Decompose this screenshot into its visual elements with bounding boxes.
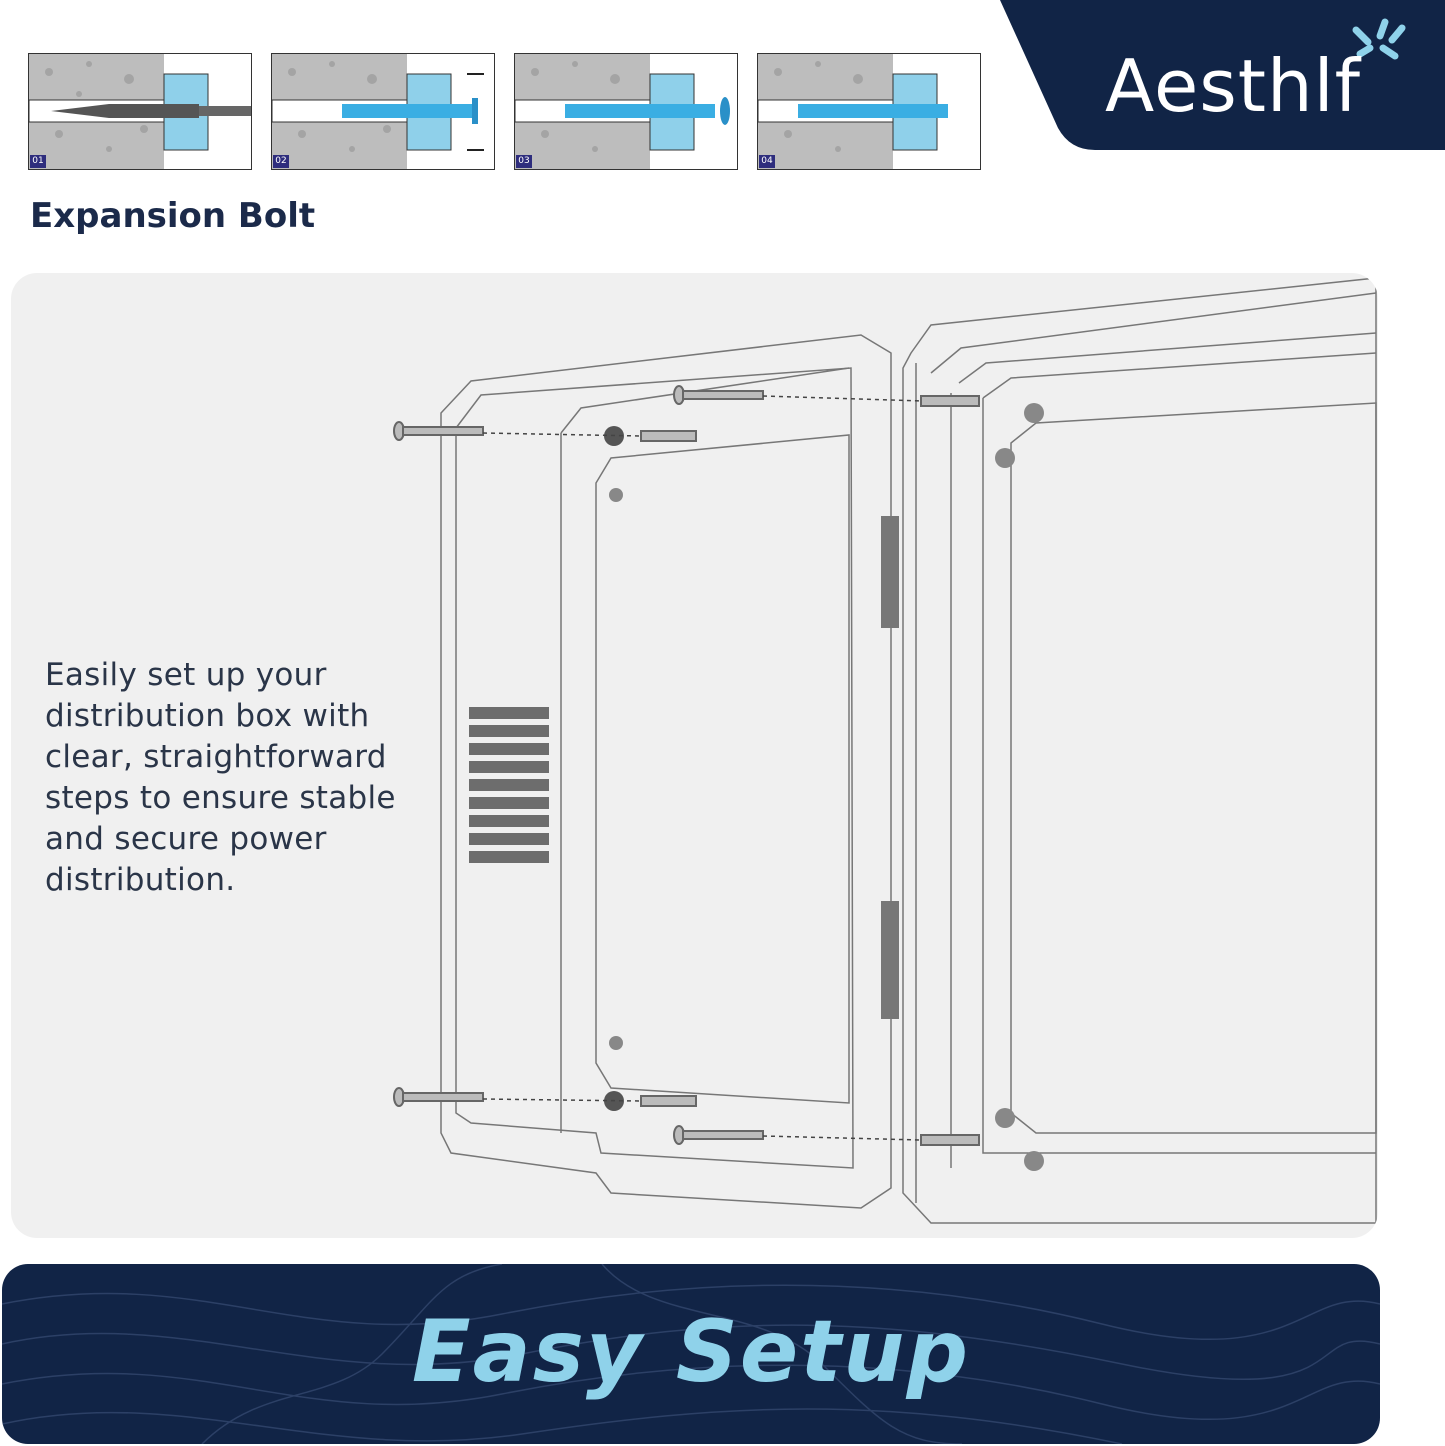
step-number: 02 bbox=[273, 155, 289, 168]
step-1-illustration: 01 bbox=[28, 53, 252, 170]
brand-name: Aesthlf bbox=[1105, 44, 1362, 128]
installation-diagram-panel: Easily set up your distribution box with… bbox=[11, 273, 1378, 1238]
step-4-illustration: 04 bbox=[757, 53, 981, 170]
step-number: 03 bbox=[516, 155, 532, 168]
step-2-illustration: 02 bbox=[271, 53, 495, 170]
brand-logo-tab: Aesthlf bbox=[1000, 0, 1445, 150]
logo-tab-shape bbox=[1000, 0, 1445, 150]
step-3-illustration: 03 bbox=[514, 53, 738, 170]
step-number: 01 bbox=[30, 155, 46, 168]
banner-title: Easy Setup bbox=[411, 1302, 971, 1402]
spark-icon bbox=[1352, 18, 1406, 60]
wave-pattern bbox=[2, 1264, 1380, 1444]
installation-steps: 01 02 03 bbox=[28, 53, 988, 171]
easy-setup-banner: Easy Setup bbox=[2, 1264, 1380, 1444]
step-number: 04 bbox=[759, 155, 775, 168]
setup-description: Easily set up your distribution box with… bbox=[45, 657, 396, 898]
section-title: Expansion Bolt bbox=[30, 196, 316, 236]
distribution-box-drawing bbox=[393, 277, 1377, 1224]
